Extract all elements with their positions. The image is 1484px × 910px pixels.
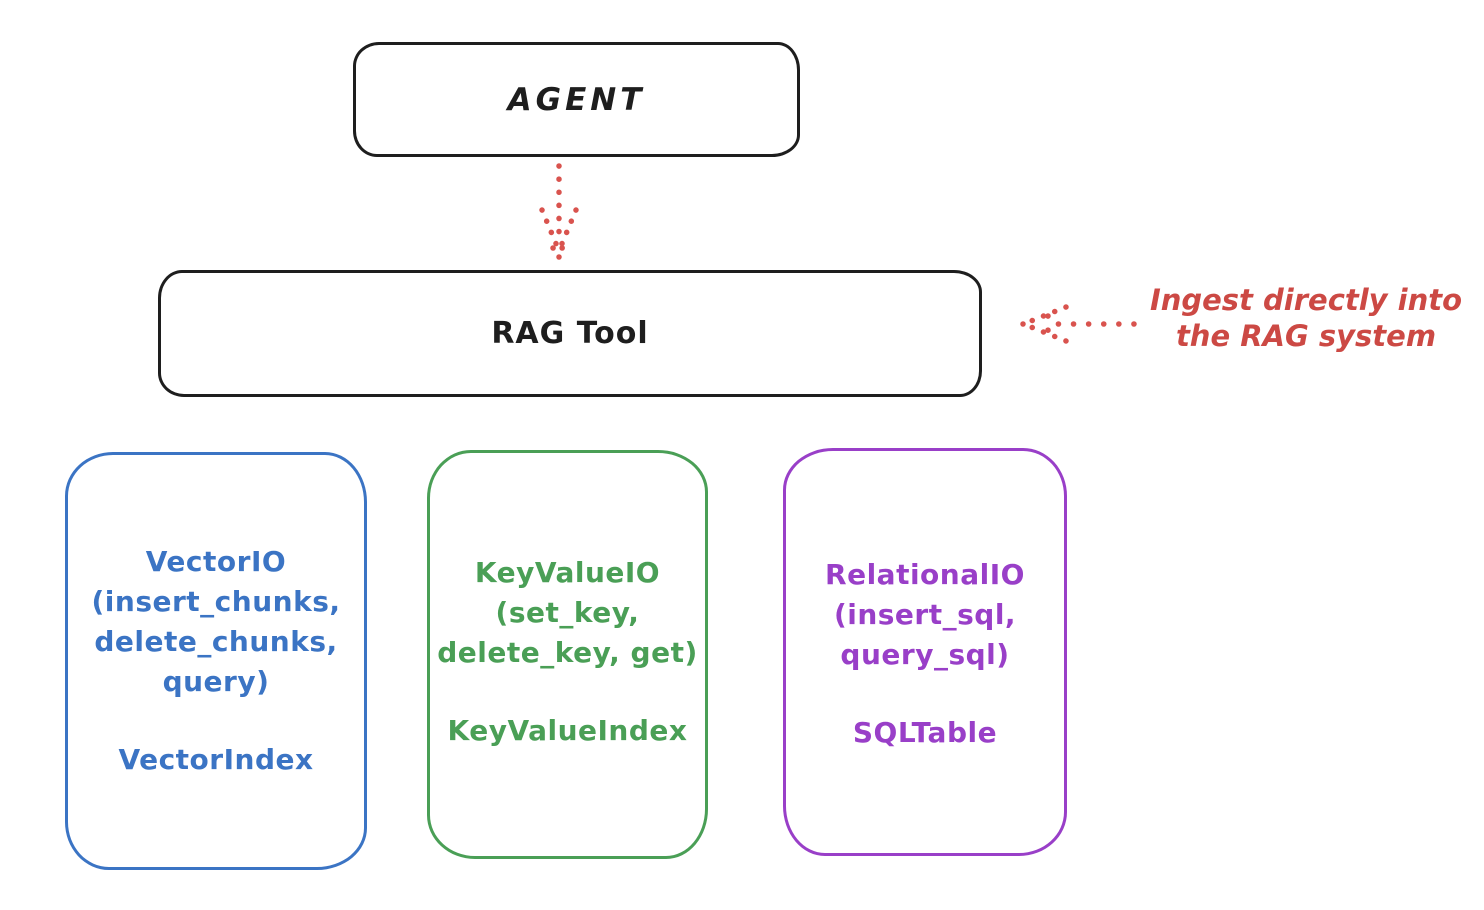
sql-table-label: SQLTable [852,716,998,749]
relational-io-line: RelationalIO [825,558,1025,591]
ingest-annotation-line1: Ingest directly into [1149,283,1463,317]
arrow-down-icon [539,163,579,260]
vector-index-label: VectorIndex [118,743,314,776]
relational-io-line: query_sql) [840,638,1010,671]
keyvalue-io-node: KeyValueIO (set_key, delete_key, get) Ke… [427,450,708,859]
vector-io-line: delete_chunks, [94,625,338,658]
rag-tool-label: RAG Tool [491,316,649,351]
keyvalue-io-line: delete_key, get) [437,636,698,669]
relational-io-body: RelationalIO (insert_sql, query_sql) SQL… [786,555,1064,753]
vector-io-line: VectorIO [145,545,287,578]
agent-node: AGENT [353,42,800,157]
relational-io-line: (insert_sql, [833,598,1017,631]
keyvalue-io-line: (set_key, [495,596,640,629]
agent-label: AGENT [507,81,646,118]
keyvalue-io-line: KeyValueIO [474,556,661,589]
keyvalue-io-body: KeyValueIO (set_key, delete_key, get) Ke… [430,553,705,751]
vector-io-node: VectorIO (insert_chunks, delete_chunks, … [65,452,367,870]
vector-io-body: VectorIO (insert_chunks, delete_chunks, … [68,542,364,780]
relational-io-node: RelationalIO (insert_sql, query_sql) SQL… [783,448,1067,856]
ingest-annotation: Ingest directly into the RAG system [1138,282,1474,354]
rag-tool-node: RAG Tool [158,270,982,397]
ingest-annotation-line2: the RAG system [1175,319,1437,353]
arrow-left-icon [1020,304,1137,344]
vector-io-line: query) [162,665,270,698]
vector-io-line: (insert_chunks, [91,585,341,618]
keyvalue-index-label: KeyValueIndex [447,714,688,747]
